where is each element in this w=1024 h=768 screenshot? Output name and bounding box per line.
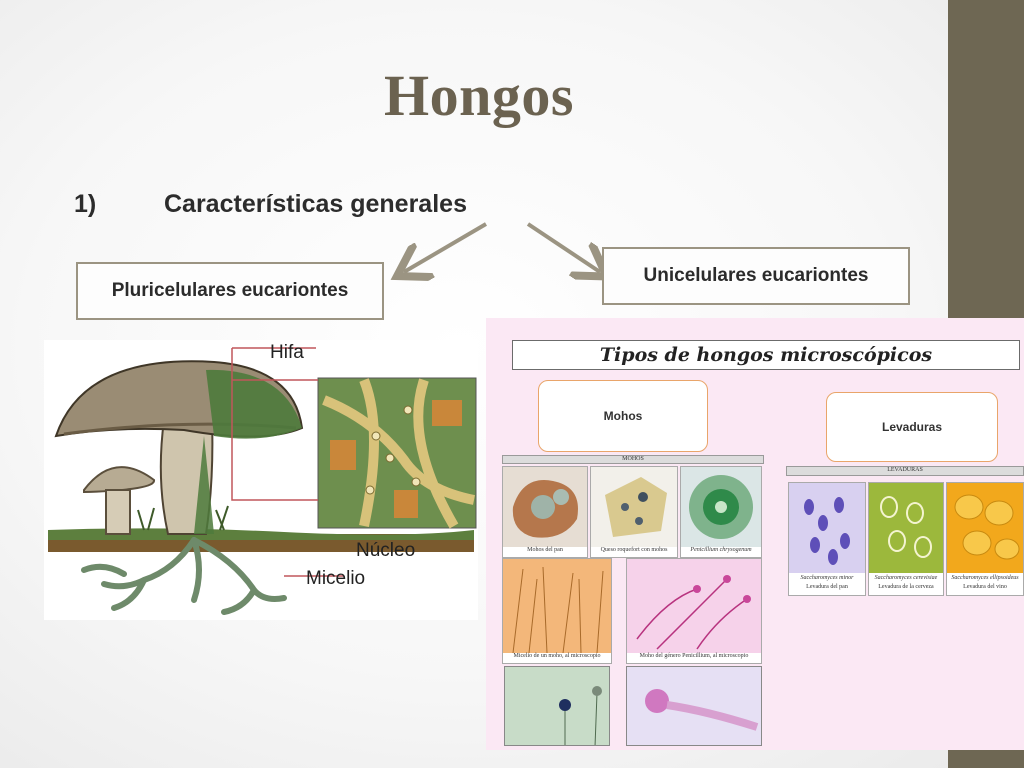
caption-sacch-cerevisiae: Saccharomyces cerevisiae [874,575,938,581]
label-nucleo: Núcleo [356,540,416,561]
mushroom-illustration: Hifa Núcleo Micelio [44,340,478,620]
caption-levadura-vino: Levadura del vino [963,584,1007,590]
mohos-tile-micelio: Micelio de un moho, al microscopio [502,558,612,664]
levadura-tile-vino: Saccharomyces ellipsoideus Levadura del … [946,482,1024,596]
mohos-tile-cheese: Queso roquefort con mohos [590,466,678,558]
levadura-tile-cerveza: Saccharomyces cerevisiae Levadura de la … [868,482,944,596]
point-number: 1) [74,190,97,218]
strip-mohos: MOHOS [502,455,764,464]
arrow-right [526,222,600,272]
arrow-left [404,222,488,272]
mohos-tile-sporangia [504,666,610,746]
levadura-tile-pan: Saccharomyces minor Levadura del pan [788,482,866,596]
caption-mohos-pan: Mohos del pan [527,547,563,553]
caption-sacch-minor: Saccharomyces minor [800,575,854,581]
caption-levadura-cerveza: Levadura de la cerveza [878,584,934,590]
label-hifa: Hifa [270,342,304,363]
strip-levaduras: LEVADURAS [786,466,1024,476]
point-heading: Características generales [164,190,467,218]
caption-micelio: Micelio de un moho, al microscopio [513,653,601,659]
category-levaduras: Levaduras [826,392,998,462]
mohos-tile-penicillium-micro: Moho del género Penicillium, al microsco… [626,558,762,664]
caption-queso: Queso roquefort con mohos [600,547,668,553]
box-pluricelulares: Pluricelulares eucariontes [76,262,384,320]
caption-levadura-pan: Levadura del pan [806,584,848,590]
caption-sacch-ellipsoideus: Saccharomyces ellipsoideus [951,575,1019,581]
box-unicelulares: Unicelulares eucariontes [602,247,910,305]
caption-penicillium: Penicillium chrysogenum [690,547,752,553]
label-micelio: Micelio [306,568,366,589]
mohos-tile-conidia [626,666,762,746]
panel-heading: Tipos de hongos microscópicos [512,340,1020,370]
category-mohos: Mohos [538,380,708,452]
slide-title: Hongos [384,63,574,128]
mohos-tile-penicillium: Penicillium chrysogenum [680,466,762,558]
caption-penicillium-micro: Moho del género Penicillium, al microsco… [639,653,749,659]
mohos-tile-bread: Mohos del pan [502,466,588,558]
microscopic-fungi-panel: Tipos de hongos microscópicos Mohos Leva… [486,318,1024,750]
